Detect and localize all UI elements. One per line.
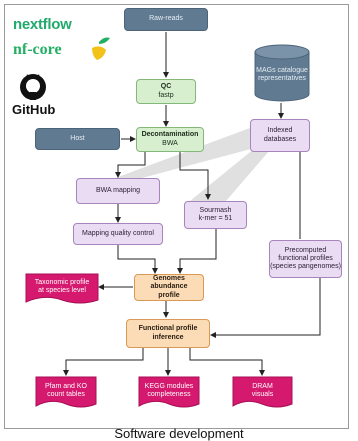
arrow-mapqc-to-genomes xyxy=(117,245,158,274)
nfcore-logo: nf-core xyxy=(13,41,62,58)
mapping-qc-label: Mapping quality control xyxy=(82,229,154,237)
arrow-precomputed-to-functional xyxy=(210,277,321,338)
decontamination-node: Decontamination BWA xyxy=(136,127,204,152)
pfam-line2: count tables xyxy=(47,391,85,398)
functional-line1: Functional profile xyxy=(138,325,198,333)
taxo-line2: at species level xyxy=(38,287,86,294)
mags-line2: representatives xyxy=(258,75,306,82)
dram-visuals-node: DRAM visuals xyxy=(233,379,292,403)
arrow-sourmash-to-genomes xyxy=(177,229,217,274)
taxo-line1: Taxonomic profile xyxy=(34,278,90,286)
dram-line2: visuals xyxy=(251,391,274,398)
taxonomic-profile-node: Taxonomic profile at species level xyxy=(26,276,98,298)
qc-title: QC xyxy=(160,83,172,91)
functional-line2: inference xyxy=(152,333,184,341)
bwa-mapping-label: BWA mapping xyxy=(95,186,141,194)
raw-reads-label: Raw-reads xyxy=(149,15,183,23)
sourmash-node: Sourmash k-mer = 51 xyxy=(184,201,247,229)
pfam-line1: Pfam and KO xyxy=(44,382,88,390)
diagram-frame xyxy=(4,4,349,429)
precomputed-line1: Precomputed xyxy=(284,246,327,254)
mags-catalogue-node: MAGs catalogue representatives xyxy=(255,60,309,90)
kegg-line2: completeness xyxy=(147,391,191,398)
bwa-mapping-node: BWA mapping xyxy=(76,178,160,204)
functional-profile-node: Functional profile inference xyxy=(126,319,210,348)
dram-doc-shape xyxy=(232,376,293,408)
genomes-line1: Genomes abundance xyxy=(150,275,188,291)
indexed-to-bwa-shadow xyxy=(110,128,262,186)
indexed-databases-node: Indexed databases xyxy=(250,119,310,152)
decontamination-subtitle: BWA xyxy=(162,139,178,147)
kegg-modules-node: KEGG modules completeness xyxy=(139,379,199,403)
mags-catalogue-cylinder xyxy=(254,44,310,102)
pfam-ko-node: Pfam and KO count tables xyxy=(36,379,96,403)
host-node: Host xyxy=(35,128,120,150)
qc-subtitle: fastp xyxy=(158,91,174,99)
genomes-line2: profile xyxy=(158,291,180,299)
indexed-line1: Indexed xyxy=(267,127,293,135)
nextflow-logo: nextflow xyxy=(13,16,72,33)
precomputed-line3: (species pangenomes) xyxy=(270,263,341,271)
indexed-line2: databases xyxy=(263,135,297,143)
github-icon xyxy=(20,74,46,100)
sourmash-line2: k-mer = 51 xyxy=(198,215,233,222)
qc-node: QC fastp xyxy=(136,79,196,104)
mags-line1: MAGs catalogue xyxy=(256,66,308,74)
host-label: Host xyxy=(70,134,85,142)
github-logo-text: GitHub xyxy=(12,102,56,117)
nfcore-icon xyxy=(92,37,110,60)
dram-line1: DRAM xyxy=(252,382,273,390)
genomes-abundance-node: Genomes abundance profile xyxy=(134,274,204,301)
kegg-line1: KEGG modules xyxy=(144,382,194,390)
arrow-decon-to-sourmash xyxy=(179,152,211,200)
taxo-doc-shape xyxy=(25,273,99,304)
decontamination-title: Decontamination xyxy=(141,131,199,139)
precomputed-profiles-node: Precomputed functional profiles (species… xyxy=(269,240,342,278)
pfam-doc-shape xyxy=(35,376,97,408)
precomputed-line2: functional profiles xyxy=(278,254,333,262)
mapping-qc-node: Mapping quality control xyxy=(73,223,163,245)
indexed-to-sourmash-shadow xyxy=(190,148,270,201)
kegg-doc-shape xyxy=(138,376,200,408)
arrow-decon-to-bwa xyxy=(115,152,146,178)
caption: Software development xyxy=(114,426,244,441)
raw-reads-node: Raw-reads xyxy=(124,8,208,31)
arrow-functional-to-pfam xyxy=(63,348,144,376)
sourmash-line1: Sourmash xyxy=(199,206,232,214)
arrow-functional-to-dram xyxy=(189,348,265,376)
